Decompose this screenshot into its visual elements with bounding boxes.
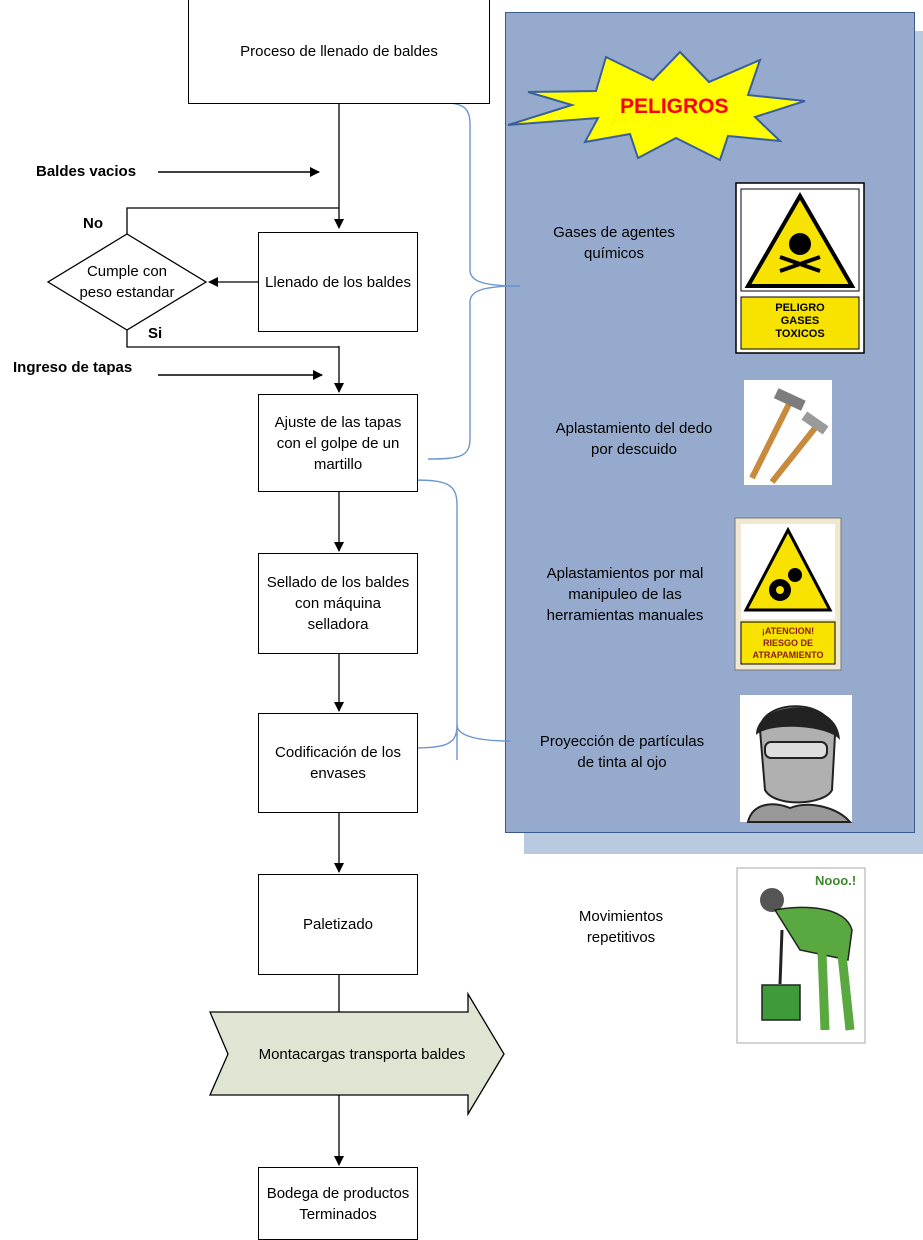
- gas-sign-line-2: GASES: [780, 315, 820, 327]
- peligros-title: PELIGROS: [620, 95, 729, 118]
- process-sellado: Sellado de los baldes con máquina sellad…: [258, 553, 418, 654]
- hammers-icon: [744, 380, 832, 485]
- decision-diamond: [46, 233, 208, 331]
- gas-sign-line-3: TOXICOS: [775, 328, 825, 340]
- decision-label: Cumple con peso estandar: [60, 261, 194, 303]
- process-bodega: Bodega de productos Terminados: [258, 1167, 418, 1240]
- input-baldes-vacios: Baldes vacios: [36, 163, 137, 180]
- hazard-gases: Gases de agentes químicos: [553, 224, 675, 262]
- decision-line-1: Cumple con: [86, 263, 168, 280]
- montacargas-label: Montacargas transporta baldes: [258, 1046, 466, 1063]
- label-no: No: [83, 215, 103, 232]
- woman-lifting-icon: [736, 867, 866, 1044]
- process-codificacion: Codificación de los envases: [258, 713, 418, 813]
- hazard-movimientos: Movimientos repetitivos: [578, 908, 664, 946]
- hazard-proyeccion: Proyección de partículas de tinta al ojo: [539, 733, 705, 771]
- gas-sign-text: PELIGRO GASES TOXICOS: [741, 302, 859, 341]
- montacargas-arrow: [209, 991, 505, 1117]
- hazard-aplastamientos-herramientas: Aplastamientos por mal manipuleo de las …: [546, 565, 704, 624]
- process-llenado-de-los-baldes: Llenado de los baldes: [258, 232, 418, 332]
- input-ingreso-tapas: Ingreso de tapas: [13, 359, 133, 376]
- process-ajuste-tapas: Ajuste de las tapas con el golpe de un m…: [258, 394, 418, 492]
- gas-sign-line-1: PELIGRO: [775, 302, 825, 314]
- goggles-man-icon: [740, 695, 853, 823]
- process-paletizado: Paletizado: [258, 874, 418, 975]
- label-si: Si: [148, 325, 163, 342]
- trap-sign-line-2: RIESGO DE: [762, 638, 813, 648]
- peligros-starburst: [507, 50, 806, 162]
- trap-sign-text: ¡ATENCION! RIESGO DE ATRAPAMIENTO: [741, 625, 835, 661]
- trap-sign-line-1: ¡ATENCION!: [761, 626, 815, 636]
- noo-text: Nooo.!: [815, 873, 857, 888]
- trap-sign-line-3: ATRAPAMIENTO: [752, 650, 824, 660]
- hazard-aplastamiento-dedo: Aplastamiento del dedo por descuido: [555, 420, 713, 458]
- process-llenado-baldes: Proceso de llenado de baldes: [188, 0, 490, 104]
- decision-line-2: peso estandar: [79, 284, 175, 301]
